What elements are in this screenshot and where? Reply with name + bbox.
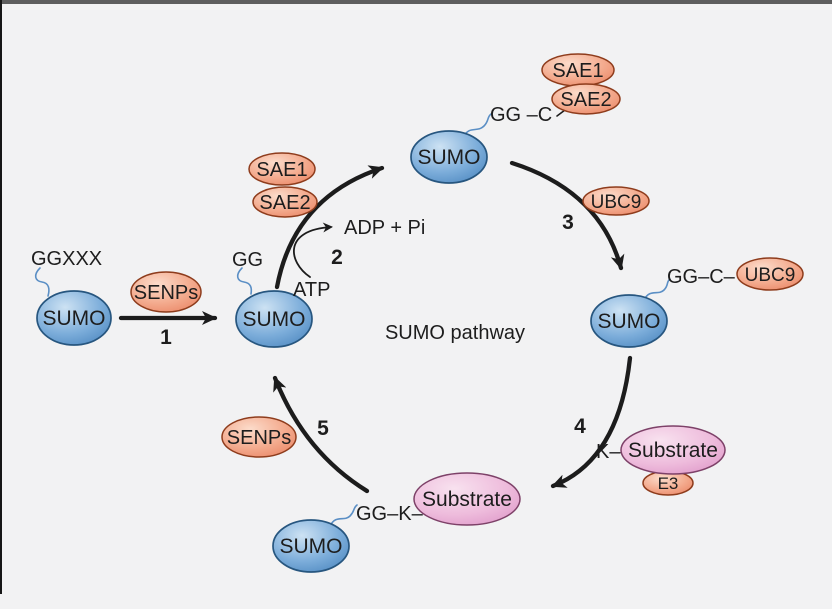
ggxxx-tag: GGXXX	[31, 248, 102, 270]
node-senps-step1: SENPs	[130, 271, 202, 313]
senps-step1-label: SENPs	[134, 282, 198, 304]
adp-release-arrow	[293, 222, 333, 278]
sae2-mid-label: SAE2	[259, 192, 310, 214]
k-right-tag: K–	[596, 441, 621, 463]
ubc9-step3-ellipse	[582, 186, 650, 216]
reaction-arrow-step2	[274, 165, 385, 290]
linker-squiggle-gg-center	[236, 267, 253, 295]
center-title: SUMO pathway	[385, 322, 525, 344]
e3-label: E3	[658, 474, 679, 493]
node-sae2-mid: SAE2	[252, 186, 318, 218]
node-ubc9-step3: UBC9	[582, 186, 650, 216]
gg-k-bottom-tag: GG–K–	[356, 503, 424, 525]
sae2-top-label: SAE2	[560, 89, 611, 111]
adp-pi-tag: ADP + Pi	[344, 217, 425, 239]
step-4-number: 4	[574, 415, 586, 438]
linker-squiggle-ggxxx	[34, 267, 50, 297]
sae1-mid-label: SAE1	[256, 159, 307, 181]
substrate-bottom-ellipse	[413, 472, 521, 526]
step-1-number: 1	[160, 326, 172, 349]
substrate-k-ellipse	[620, 425, 726, 475]
sae1-top-label: SAE1	[552, 60, 603, 82]
top-border-bar	[0, 0, 832, 4]
node-sumo-right: SUMO	[590, 294, 668, 348]
gg-c-top-tag: GG –C	[490, 104, 552, 126]
sumo-bottom-ellipse	[272, 519, 350, 573]
node-sumo-bottom: SUMO	[272, 519, 350, 573]
reaction-arrow-step4	[550, 355, 633, 489]
ubc9-step3-label: UBC9	[591, 192, 642, 213]
node-sae1-top: SAE1	[541, 53, 615, 87]
node-substrate-bottom: Substrate	[413, 472, 521, 526]
atp-tag: ATP	[293, 279, 330, 301]
sumo-right-ellipse	[590, 294, 668, 348]
sumo-top-ellipse	[410, 130, 488, 184]
node-e3: E3	[642, 470, 694, 496]
sae1-mid-ellipse	[248, 152, 316, 186]
senps-step1-ellipse	[130, 271, 202, 313]
sae2-mid-ellipse	[252, 186, 318, 218]
sae2-top-ellipse	[551, 83, 621, 115]
sumo-center-label: SUMO	[243, 308, 306, 331]
sumo-right-label: SUMO	[598, 310, 661, 333]
gg-c-right-tag: GG–C–	[667, 266, 736, 288]
step-2-number: 2	[331, 246, 343, 269]
senps-step5-label: SENPs	[227, 427, 291, 449]
left-border-strip	[0, 0, 2, 594]
gg-center-tag: GG	[232, 249, 263, 271]
node-substrate-k: Substrate	[620, 425, 726, 475]
substrate-bottom-label: Substrate	[422, 488, 512, 511]
node-sae1-mid: SAE1	[248, 152, 316, 186]
sumo-left-ellipse	[36, 290, 112, 346]
node-ubc9-attached: UBC9	[736, 257, 804, 291]
sumo-center-ellipse	[235, 290, 313, 348]
node-sae2-top: SAE2	[551, 83, 621, 115]
node-sumo-top: SUMO	[410, 130, 488, 184]
node-sumo-center: SUMO	[235, 290, 313, 348]
sumo-bottom-label: SUMO	[280, 535, 343, 558]
senps-step5-ellipse	[221, 416, 297, 458]
linker-squiggle-right	[643, 278, 671, 301]
linker-squiggle-bottom	[329, 504, 358, 527]
sumo-top-label: SUMO	[418, 146, 481, 169]
ubc9-attached-ellipse	[736, 257, 804, 291]
node-sumo-left: SUMO	[36, 290, 112, 346]
sumo-left-label: SUMO	[43, 307, 106, 330]
node-senps-step5: SENPs	[221, 416, 297, 458]
step-3-number: 3	[562, 211, 574, 234]
ubc9-attached-label: UBC9	[745, 265, 796, 286]
linker-squiggle-top	[462, 113, 492, 138]
step-5-number: 5	[317, 417, 329, 440]
reaction-arrow-step5	[272, 375, 370, 494]
substrate-k-label: Substrate	[628, 439, 718, 462]
